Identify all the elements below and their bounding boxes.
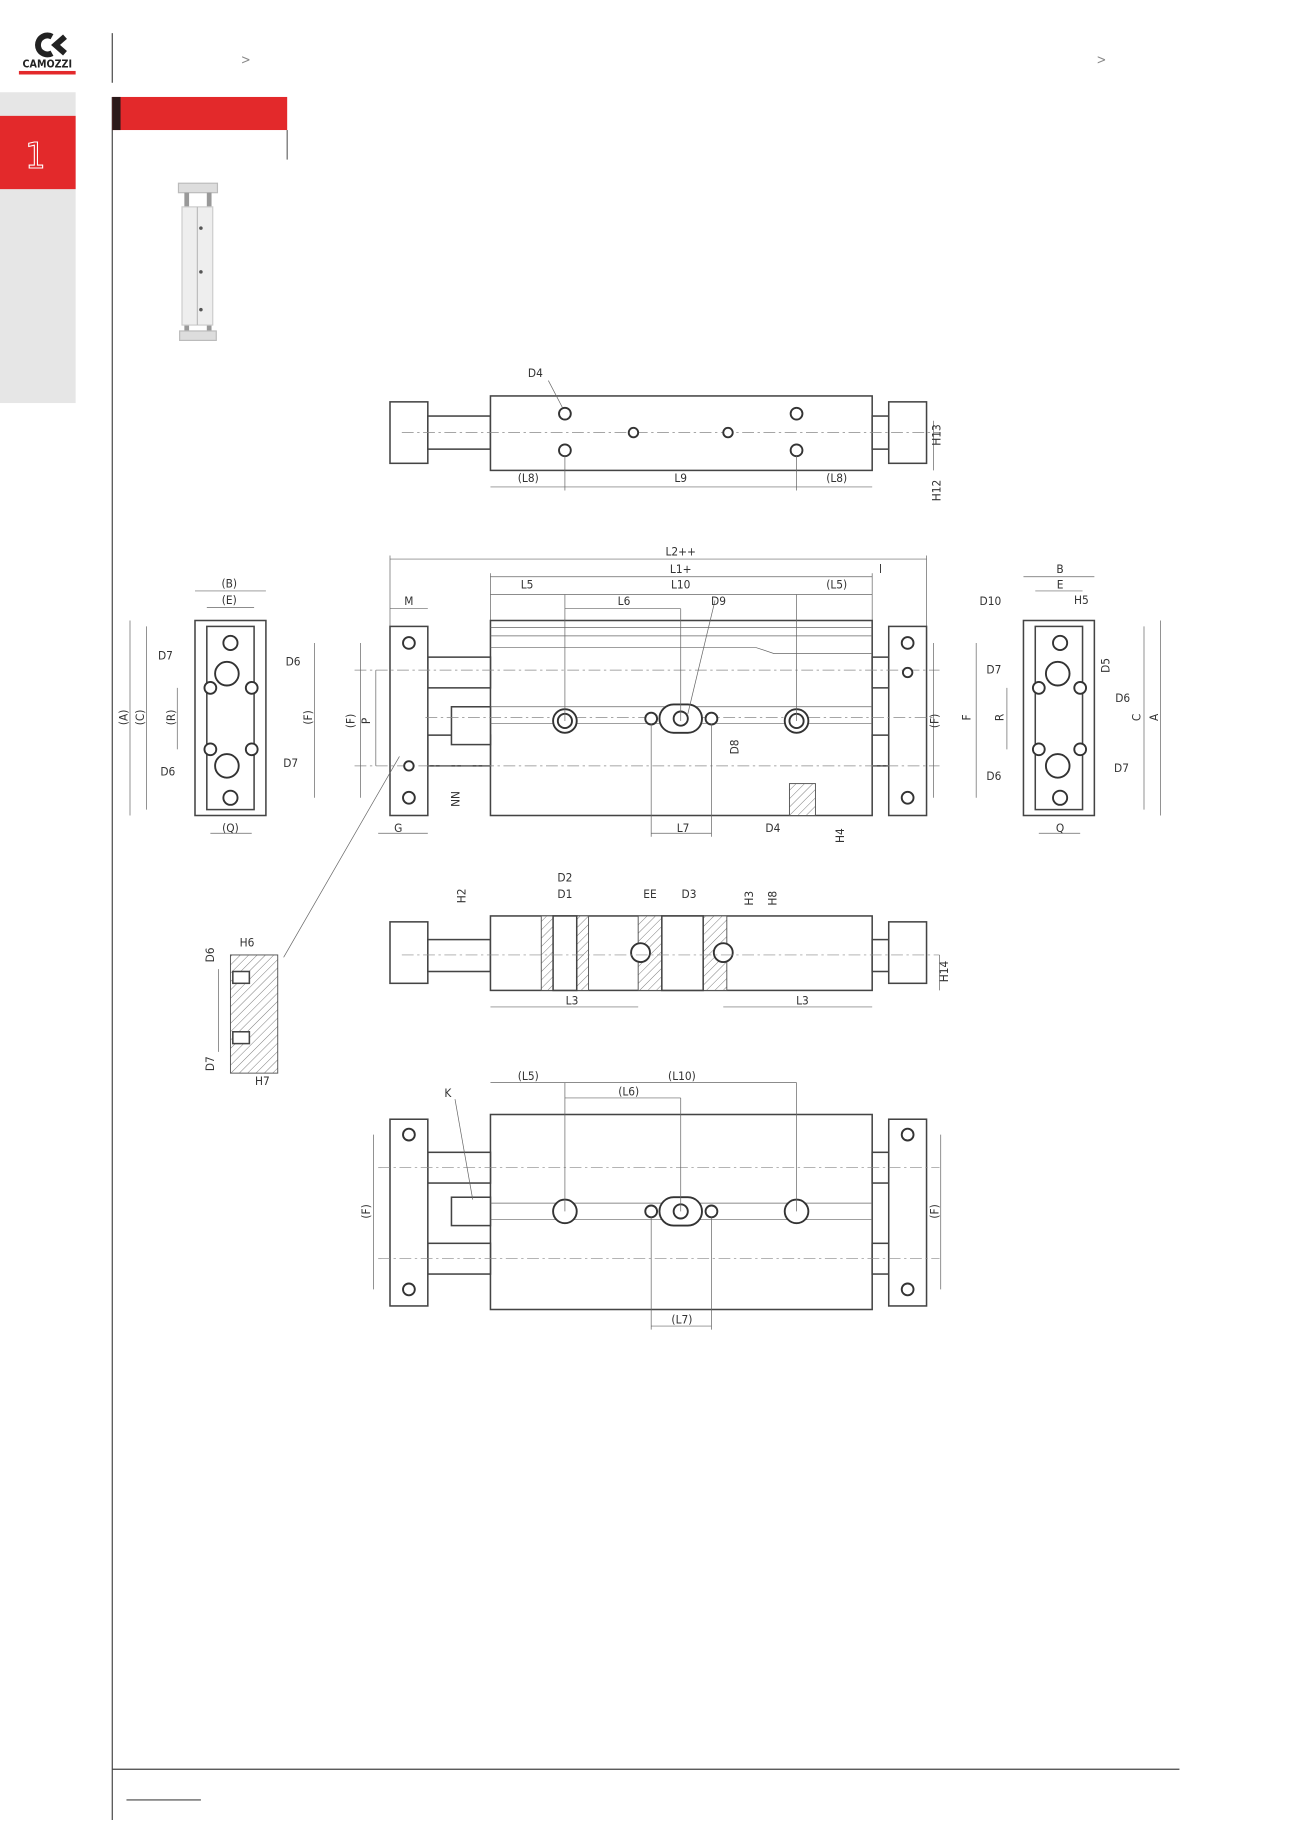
detail-view: H6 D6 D7 H7 bbox=[203, 756, 400, 1088]
dim-label: L6 bbox=[618, 594, 631, 608]
dim-label: EE bbox=[643, 887, 657, 901]
front-view: L2++ L1+ l L5 L10 (L5) L6 D9 M (F) P NN … bbox=[344, 545, 942, 843]
dim-label: K bbox=[444, 1086, 452, 1100]
dim-label: A bbox=[1147, 713, 1161, 721]
dim-label: L10 bbox=[671, 578, 691, 592]
dim-label: H8 bbox=[765, 891, 779, 906]
dim-label: l bbox=[879, 562, 882, 576]
breadcrumb-separator: > bbox=[1097, 53, 1107, 68]
dim-label: (E) bbox=[222, 593, 237, 607]
dim-label: (F) bbox=[927, 1204, 941, 1218]
product-image-slide-cylinder bbox=[177, 182, 219, 341]
section-number: 1 bbox=[25, 136, 45, 177]
dim-label: D2 bbox=[557, 871, 572, 885]
dim-label: D9 bbox=[711, 594, 726, 608]
dim-label: D7 bbox=[158, 649, 173, 663]
dim-label: H3 bbox=[742, 891, 756, 906]
dim-label: L3 bbox=[796, 994, 809, 1008]
dim-label: D4 bbox=[765, 821, 780, 835]
dim-label: D6 bbox=[1115, 691, 1130, 705]
dim-label: M bbox=[404, 594, 413, 608]
dim-label: D7 bbox=[283, 756, 298, 770]
dim-label: L7 bbox=[677, 821, 690, 835]
dim-label: (L8) bbox=[826, 471, 847, 485]
dim-label: H13 bbox=[930, 424, 944, 446]
breadcrumb-separator: > bbox=[241, 53, 251, 68]
dim-label: P bbox=[359, 717, 373, 724]
dim-label: D6 bbox=[203, 947, 217, 962]
dim-label: L1+ bbox=[670, 562, 692, 576]
brand-name: CAMOZZI bbox=[23, 57, 72, 70]
dim-label: G bbox=[394, 821, 402, 835]
dim-label: H7 bbox=[255, 1074, 270, 1088]
dim-label: (L10) bbox=[668, 1069, 696, 1083]
dim-label: D10 bbox=[980, 594, 1002, 608]
dim-label: D3 bbox=[682, 887, 697, 901]
dim-label: C bbox=[1129, 714, 1143, 721]
dim-label: Q bbox=[1056, 821, 1064, 835]
left-end-view: (B) (E) D7 D6 (A) (C) (R) (F) D6 D7 (Q) bbox=[117, 576, 315, 835]
dim-label: E bbox=[1057, 578, 1064, 592]
dim-label: (L8) bbox=[518, 471, 539, 485]
dim-label: NN bbox=[449, 791, 463, 807]
section-tab[interactable] bbox=[0, 115, 76, 190]
dim-label: (F) bbox=[344, 714, 358, 728]
dim-label: D6 bbox=[160, 764, 175, 778]
dim-label: D7 bbox=[986, 663, 1001, 677]
dim-label: (L7) bbox=[671, 1313, 692, 1327]
dim-label: H5 bbox=[1074, 593, 1089, 607]
dim-label: F bbox=[959, 714, 973, 720]
dim-label: (L6) bbox=[618, 1085, 639, 1099]
dim-label: L3 bbox=[566, 994, 579, 1008]
dim-label: R bbox=[992, 713, 1006, 721]
dim-label: D1 bbox=[557, 887, 572, 901]
dim-label: L9 bbox=[674, 471, 687, 485]
right-end-view: B E H5 D10 D7 D5 D6 F R C A D6 D7 Q bbox=[959, 562, 1161, 835]
top-view: D4 (L8) L9 (L8) H13 H12 bbox=[389, 366, 944, 502]
dim-label: B bbox=[1056, 562, 1063, 576]
dim-label: H4 bbox=[833, 828, 847, 843]
dim-label: H12 bbox=[930, 480, 944, 502]
dim-label: (L5) bbox=[826, 578, 847, 592]
dim-label: D7 bbox=[1114, 761, 1129, 775]
dim-label: (Q) bbox=[222, 821, 239, 835]
dim-label: D8 bbox=[728, 739, 742, 754]
dim-label: D4 bbox=[528, 366, 543, 380]
dim-label: L2++ bbox=[666, 545, 696, 559]
dim-label: (B) bbox=[221, 576, 237, 590]
dim-label: H14 bbox=[937, 961, 951, 983]
dim-label: L5 bbox=[521, 578, 534, 592]
dim-label: (C) bbox=[133, 710, 147, 726]
dim-label: (R) bbox=[164, 710, 178, 726]
dim-label: (L5) bbox=[518, 1069, 539, 1083]
dim-label: H2 bbox=[455, 888, 469, 903]
dim-label: (F) bbox=[927, 714, 941, 728]
dim-label: (F) bbox=[359, 1204, 373, 1218]
dim-label: D6 bbox=[986, 769, 1001, 783]
section-view: H2 D2 D1 EE D3 H3 H8 H14 L3 L3 bbox=[389, 871, 951, 1008]
dim-label: D5 bbox=[1099, 658, 1113, 673]
dim-label: D6 bbox=[286, 654, 301, 668]
bottom-view: (L5) (L10) (L6) K (F) (F) (L7) bbox=[359, 1069, 941, 1330]
dim-label: (F) bbox=[301, 710, 315, 724]
title-banner bbox=[112, 96, 288, 131]
dim-label: H6 bbox=[240, 936, 255, 950]
dim-label: D7 bbox=[203, 1056, 217, 1071]
camozzi-logo: CAMOZZI bbox=[18, 32, 76, 75]
dim-label: (A) bbox=[117, 710, 131, 726]
